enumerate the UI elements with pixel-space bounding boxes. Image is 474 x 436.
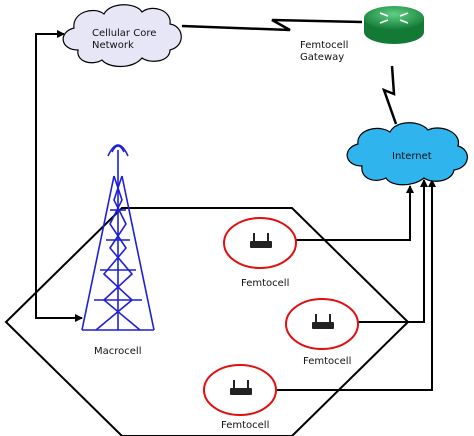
macrocell-label: Macrocell [94,346,141,357]
core-to-macrocell-link [35,33,83,322]
femtocell-2 [285,298,359,350]
femtocell-1-uplink [278,185,414,241]
femtocell-2-label: Femtocell [303,356,351,367]
cellular-core-label-1: Cellular Core [92,28,156,39]
cloud-icon [62,4,182,68]
femtocell-icon [230,380,252,395]
router-icon [364,6,424,44]
lightning-link-icon [381,65,398,125]
macrocell-coverage-hexagon [4,207,410,436]
internet-label: Internet [392,151,432,162]
cellular-core-label-2: Network [92,40,134,51]
femtocell-icon [250,233,272,248]
femtocell-1 [223,217,297,269]
femtocell-icon [312,314,334,329]
cloud-icon [346,122,468,186]
gateway-label-2: Gateway [300,52,344,63]
femtocell-1-label: Femtocell [241,278,289,289]
femtocell-3 [203,364,277,416]
femtocell-3-label: Femtocell [221,420,269,431]
tower-icon [81,144,155,331]
femtocell-2-uplink [338,179,428,323]
femtocell-3-uplink [256,179,436,391]
gateway-label-1: Femtocell [300,40,348,51]
lightning-link-icon [181,18,363,32]
